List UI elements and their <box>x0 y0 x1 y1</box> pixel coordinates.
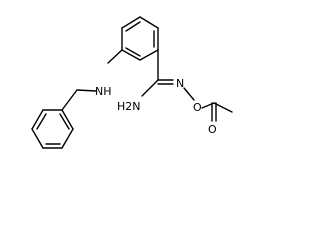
ring-bond <box>61 128 74 149</box>
carbonyl-o-label: O <box>208 123 217 136</box>
amine-label: H2N <box>117 100 141 113</box>
carbonyl-to-methyl-bond <box>213 102 233 113</box>
ch2-to-ring-bond <box>61 89 78 111</box>
ring-bond <box>121 16 141 29</box>
ring-bond <box>61 109 74 130</box>
ring-double-bond <box>125 47 141 57</box>
ring-bond <box>139 16 159 29</box>
top-benzene-ring <box>121 16 159 61</box>
ring-double-bond <box>59 113 70 130</box>
chemical-structure-diagram: NH H2N N O O <box>31 16 233 149</box>
ring-double-bond <box>125 21 141 32</box>
ring-bond <box>31 128 44 149</box>
n-o-bond <box>183 87 195 101</box>
imine-n-label: N <box>176 77 184 90</box>
amidine-to-nh2-bond <box>141 79 159 97</box>
oxygen-link-label: O <box>193 101 202 114</box>
ring-bond <box>139 49 159 61</box>
ring-to-nh-bond <box>107 49 123 64</box>
ring-bond <box>121 49 141 61</box>
ring-double-bond <box>36 113 47 130</box>
nh-to-ch2-bond <box>76 89 97 92</box>
benzyl-benzene-ring <box>31 109 74 149</box>
ring-bond <box>31 109 44 130</box>
nh-label: NH <box>95 85 112 98</box>
